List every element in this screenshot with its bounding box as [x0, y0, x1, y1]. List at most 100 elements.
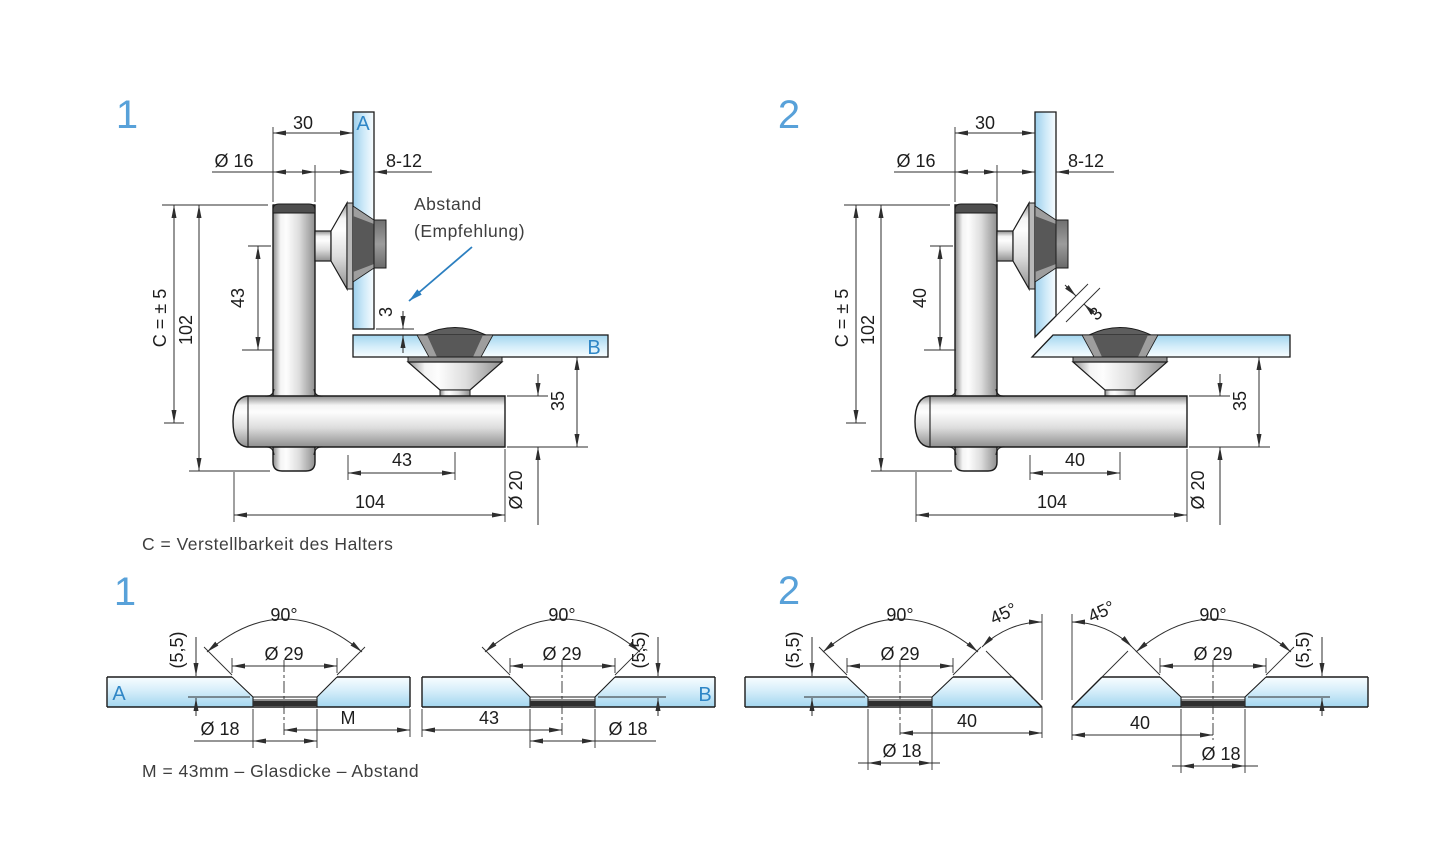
- washer-b: [407, 356, 503, 363]
- washer-b: [1072, 356, 1168, 363]
- callout-line2: (Empfehlung): [414, 221, 525, 241]
- angle-label: 90°: [548, 605, 575, 625]
- dim-d29-label: Ø 29: [880, 644, 919, 664]
- miter-angle-arc: [1071, 619, 1133, 648]
- upper-fitting-neck: [314, 230, 332, 262]
- countersink-a-head: [353, 216, 374, 272]
- upper-fitting-neck: [996, 230, 1014, 262]
- glass-section-right: 90° 45° Ø 29 (5,5) 40 Ø 18: [1071, 597, 1369, 773]
- angle-arc: [822, 618, 979, 653]
- dimensions: [162, 127, 588, 525]
- upper-fitting-disc: [1028, 202, 1036, 290]
- dome-cap-b: [1088, 327, 1152, 336]
- upper-fitting-cone: [330, 200, 348, 292]
- dim-3-label: 3: [376, 307, 396, 317]
- dim-d16-label: Ø 16: [896, 151, 935, 171]
- gasket-strip: [253, 701, 317, 706]
- dim-35-label: 35: [548, 391, 568, 411]
- view-number: 2: [778, 569, 800, 613]
- miter-angle-label: 45°: [1085, 597, 1118, 627]
- dim-depth-label: (5,5): [1293, 631, 1313, 668]
- callout-arrow: [408, 246, 473, 302]
- angle-label: 90°: [1199, 605, 1226, 625]
- dim-d20-label: Ø 20: [506, 470, 526, 509]
- view-number: 2: [778, 93, 800, 137]
- view-number: 1: [116, 93, 138, 137]
- note-adjustability: C = Verstellbarkeit des Halters: [142, 534, 393, 554]
- weld-fillets: [264, 388, 324, 456]
- angle-arc: [484, 618, 641, 653]
- assembly-view-2: 2: [778, 93, 1291, 525]
- dim-812-label: 8-12: [386, 151, 422, 171]
- weld-fillets: [946, 388, 1006, 456]
- glass-section-left: 90° 45° Ø 29 (5,5) 40 Ø 18: [744, 599, 1043, 770]
- lower-fitting-cone: [406, 361, 504, 391]
- countersink-b-head: [427, 335, 483, 357]
- dim-40-label: 40: [957, 711, 977, 731]
- dim-depth-label: (5,5): [629, 631, 649, 668]
- upper-fitting-cone: [1012, 200, 1030, 292]
- cover-cap-a: [1055, 219, 1069, 269]
- dim-m-label: M: [341, 708, 356, 728]
- glass-outline: [106, 676, 411, 708]
- dim-812-label: 8-12: [1068, 151, 1104, 171]
- dim-40h-label: 40: [1065, 450, 1085, 470]
- glass-b-label: B: [698, 684, 711, 706]
- extension-lines: [844, 127, 1270, 522]
- dim-3-arrow-a: [1064, 284, 1077, 297]
- upper-fitting-disc: [346, 202, 354, 290]
- glass-outline: [1071, 676, 1369, 708]
- dim-d18-label: Ø 18: [608, 719, 647, 739]
- dim-30-label: 30: [975, 113, 995, 133]
- dim-104-label: 104: [355, 492, 385, 512]
- dim-d29-label: Ø 29: [1193, 644, 1232, 664]
- extension-lines: [162, 127, 588, 522]
- glass-a-label: A: [356, 113, 370, 135]
- miter-witness-lines: [1055, 283, 1101, 323]
- angle-label: 90°: [886, 605, 913, 625]
- dim-c-label: C = ± 5: [832, 289, 852, 347]
- glass-panel-b-mitered: [1030, 334, 1291, 358]
- dim-43h-label: 43: [392, 450, 412, 470]
- countersink-a-head: [1035, 216, 1056, 272]
- dim-35-label: 35: [1230, 391, 1250, 411]
- detail-view-2: 2 90° 45° Ø 29 (5,5) 40 Ø 18: [744, 569, 1369, 773]
- dim-d20-label: Ø 20: [1188, 470, 1208, 509]
- horizontal-bar: [914, 395, 1188, 448]
- dim-d18-label: Ø 18: [882, 741, 921, 761]
- assembly-view-1: 1: [116, 93, 609, 525]
- angle-arc: [1135, 618, 1292, 653]
- angle-label: 90°: [270, 605, 297, 625]
- dimensions: [844, 127, 1270, 525]
- detail-view-1: 1 A 90° Ø 29 (5,5) Ø 18 M: [106, 570, 716, 781]
- dim-c-label: C = ± 5: [150, 289, 170, 347]
- dome-cap-b: [423, 327, 487, 336]
- miter-angle-label: 45°: [987, 599, 1020, 629]
- dim-depth-label: (5,5): [167, 631, 187, 668]
- view-number: 1: [114, 570, 136, 614]
- cover-cap-a: [373, 219, 387, 269]
- dim-40-label: 40: [1130, 713, 1150, 733]
- dim-43-label: 43: [479, 708, 499, 728]
- glass-outline: [744, 676, 1043, 708]
- dim-102-label: 102: [176, 315, 196, 345]
- lower-fitting-cone: [1071, 361, 1169, 391]
- rod-top-cap: [272, 203, 316, 214]
- dim-d16-label: Ø 16: [214, 151, 253, 171]
- dim-40v-label: 40: [910, 288, 930, 308]
- glass-b-label: B: [587, 337, 600, 359]
- glass-section-b: B 90° Ø 29 (5,5) 43 Ø 18: [421, 605, 716, 748]
- dim-depth-label: (5,5): [783, 631, 803, 668]
- dim-3-label: 3: [1085, 303, 1106, 324]
- dim-104-label: 104: [1037, 492, 1067, 512]
- note-m-formula: M = 43mm – Glasdicke – Abstand: [142, 761, 419, 781]
- callout-line1: Abstand: [414, 194, 482, 214]
- dim-d29-label: Ø 29: [264, 644, 303, 664]
- dim-102-label: 102: [858, 315, 878, 345]
- dim-30-label: 30: [293, 113, 313, 133]
- dim-43v-label: 43: [228, 288, 248, 308]
- angle-arc: [206, 618, 363, 653]
- dim-d18-label: Ø 18: [200, 719, 239, 739]
